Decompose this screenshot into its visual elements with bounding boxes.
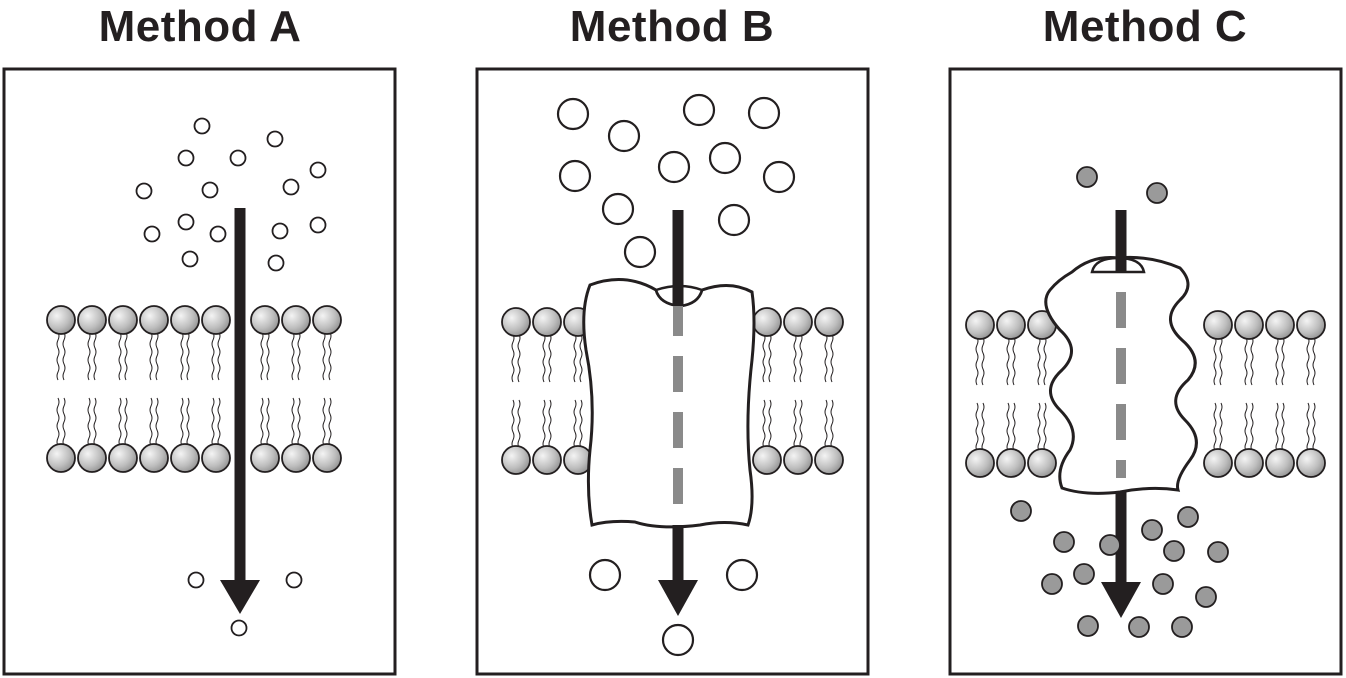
phospholipid bbox=[965, 310, 995, 478]
phospholipid bbox=[532, 307, 562, 475]
solute-molecule bbox=[657, 150, 691, 184]
solute-molecule bbox=[1141, 519, 1163, 541]
solute-molecule bbox=[187, 571, 205, 589]
phospholipid bbox=[108, 305, 138, 473]
phospholipid bbox=[77, 305, 107, 473]
solute-molecule bbox=[181, 250, 199, 268]
phospholipid bbox=[250, 305, 280, 473]
phospholipid bbox=[501, 307, 531, 475]
phospholipid bbox=[752, 307, 782, 475]
solute-molecule bbox=[271, 222, 289, 240]
solute-molecule bbox=[1195, 586, 1217, 608]
phospholipid bbox=[170, 305, 200, 473]
solute-molecule bbox=[1076, 166, 1098, 188]
method-a-membrane bbox=[46, 305, 342, 473]
phospholipid bbox=[139, 305, 169, 473]
phospholipid bbox=[1203, 310, 1233, 478]
solute-molecule bbox=[556, 97, 590, 131]
solute-molecule bbox=[1099, 534, 1121, 556]
solute-molecule bbox=[1128, 616, 1150, 638]
solute-molecule bbox=[1152, 573, 1174, 595]
solute-molecule bbox=[309, 216, 327, 234]
method-a-title: Method A bbox=[98, 2, 302, 51]
solute-molecule bbox=[1207, 541, 1229, 563]
solute-molecule bbox=[282, 178, 300, 196]
solute-molecule bbox=[309, 161, 327, 179]
solute-molecule bbox=[1177, 506, 1199, 528]
method-a-frame bbox=[2, 67, 397, 676]
method-c-molecules bbox=[1010, 166, 1229, 638]
solute-molecule bbox=[1171, 616, 1193, 638]
solute-molecule bbox=[601, 192, 635, 226]
solute-molecule bbox=[177, 213, 195, 231]
solute-molecule bbox=[708, 141, 742, 175]
solute-molecule bbox=[1146, 182, 1168, 204]
method-b-arrow bbox=[658, 210, 698, 616]
solute-molecule bbox=[717, 203, 751, 237]
solute-molecule bbox=[143, 225, 161, 243]
solute-molecule bbox=[682, 93, 716, 127]
method-b-title: Method B bbox=[569, 2, 775, 51]
phospholipid bbox=[201, 305, 231, 473]
solute-molecule bbox=[725, 558, 759, 592]
solute-molecule bbox=[1073, 563, 1095, 585]
method-a-arrow bbox=[220, 208, 260, 614]
solute-molecule bbox=[623, 235, 657, 269]
phospholipid bbox=[281, 305, 311, 473]
solute-molecule bbox=[209, 225, 227, 243]
method-b-membrane bbox=[501, 307, 844, 475]
method-c-arrow bbox=[1101, 210, 1141, 618]
channel-protein bbox=[582, 278, 756, 529]
phospholipid bbox=[312, 305, 342, 473]
method-b-molecules bbox=[556, 93, 796, 657]
phospholipid bbox=[1265, 310, 1295, 478]
phospholipid bbox=[814, 307, 844, 475]
solute-molecule bbox=[285, 571, 303, 589]
solute-molecule bbox=[762, 160, 796, 194]
solute-molecule bbox=[661, 623, 695, 657]
solute-molecule bbox=[229, 149, 247, 167]
method-c-frame bbox=[948, 67, 1343, 676]
phospholipid bbox=[1234, 310, 1264, 478]
solute-molecule bbox=[177, 149, 195, 167]
method-c-membrane bbox=[965, 310, 1326, 478]
solute-molecule bbox=[1041, 573, 1063, 595]
solute-molecule bbox=[588, 558, 622, 592]
solute-molecule bbox=[747, 96, 781, 130]
solute-molecule bbox=[135, 182, 153, 200]
method-a-molecules bbox=[135, 117, 327, 637]
solute-molecule bbox=[1053, 531, 1075, 553]
solute-molecule bbox=[193, 117, 211, 135]
method-c-title: Method C bbox=[1042, 2, 1248, 51]
phospholipid bbox=[783, 307, 813, 475]
solute-molecule bbox=[1010, 500, 1032, 522]
solute-molecule bbox=[267, 254, 285, 272]
solute-molecule bbox=[266, 130, 284, 148]
solute-molecule bbox=[558, 159, 592, 193]
solute-molecule bbox=[201, 181, 219, 199]
solute-molecule bbox=[607, 119, 641, 153]
method-b-frame bbox=[475, 67, 870, 676]
phospholipid bbox=[46, 305, 76, 473]
solute-molecule bbox=[230, 619, 248, 637]
phospholipid bbox=[1296, 310, 1326, 478]
phospholipid bbox=[996, 310, 1026, 478]
solute-molecule bbox=[1077, 615, 1099, 637]
solute-molecule bbox=[1163, 540, 1185, 562]
